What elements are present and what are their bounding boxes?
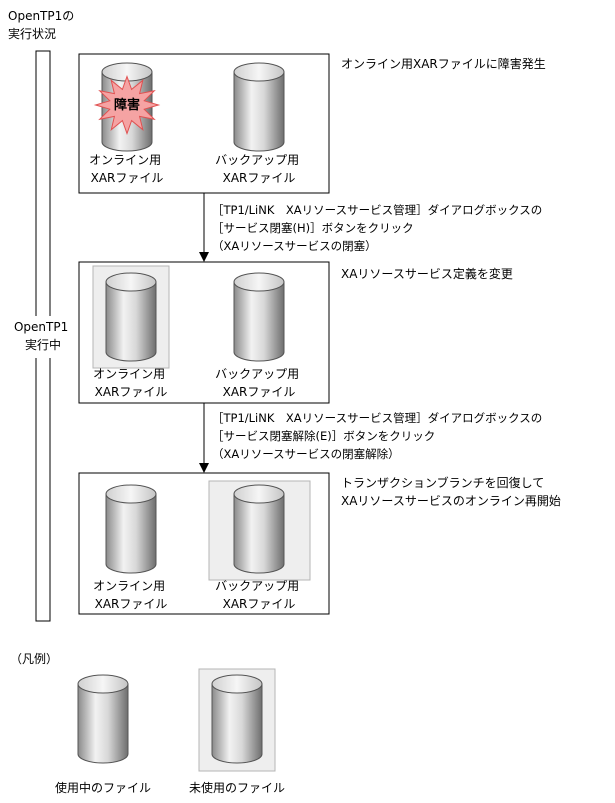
running-label-bg: [10, 316, 76, 358]
legend-title: （凡例）: [10, 652, 58, 666]
running-label-line: OpenTP1: [14, 320, 68, 334]
file-caption: オンライン用 XARファイル: [93, 579, 169, 611]
stage-description: オンライン用XARファイルに障害発生: [341, 56, 546, 71]
transition-text: ［TP1/LiNK XAリソースサービス管理］ダイアログボックスの ［サービス閉…: [212, 203, 546, 253]
xar-file-cylinder-icon: [211, 674, 263, 764]
file-caption: バックアップ用 XARファイル: [215, 153, 303, 185]
file-caption: オンライン用 XARファイル: [89, 153, 165, 185]
stage-description: XAリソースサービス定義を変更: [341, 266, 513, 281]
file-caption: オンライン用 XARファイル: [93, 367, 169, 399]
running-label-line: 実行中: [25, 337, 61, 352]
file-caption: バックアップ用 XARファイル: [215, 367, 303, 399]
running-label: OpenTP1 実行中: [14, 320, 72, 352]
stage-description: トランザクションブランチを回復して XAリソースサービスのオンライン再開始: [341, 475, 561, 508]
legend-label: 未使用のファイル: [189, 780, 285, 795]
fault-label: 障害: [114, 97, 140, 113]
xar-file-cylinder-icon: [77, 674, 129, 764]
xar-file-cylinder-icon: [105, 484, 157, 574]
legend-label: 使用中のファイル: [55, 780, 151, 795]
status-heading-line: OpenTP1の: [8, 9, 74, 23]
transition-text: ［TP1/LiNK XAリソースサービス管理］ダイアログボックスの ［サービス閉…: [212, 411, 546, 461]
xar-file-cylinder-icon: [233, 272, 285, 362]
xar-file-cylinder-icon: [233, 62, 285, 152]
xar-file-cylinder-icon: [233, 484, 285, 574]
fault-burst: 障害: [93, 75, 161, 135]
file-caption: バックアップ用 XARファイル: [215, 579, 303, 611]
xar-file-cylinder-icon: [105, 272, 157, 362]
status-heading: OpenTP1の 実行状況: [8, 9, 78, 41]
status-heading-line: 実行状況: [8, 26, 56, 41]
